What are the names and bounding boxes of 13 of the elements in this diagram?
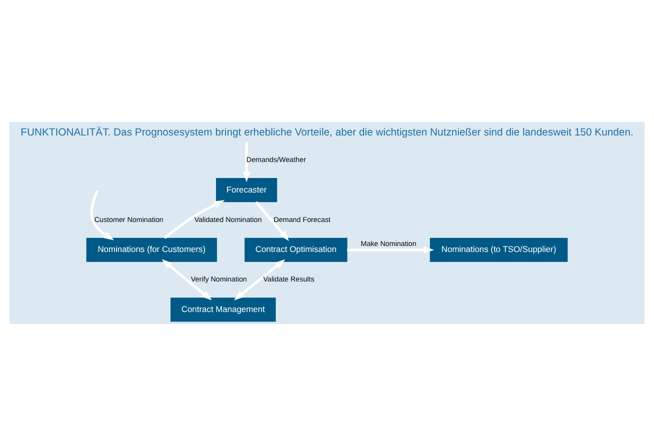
node-box: Contract Management bbox=[170, 297, 276, 322]
node-box: Nominations (to TSO/Supplier) bbox=[430, 237, 568, 262]
arrow bbox=[162, 258, 212, 300]
caption: FUNKTIONALITÄT. Das Prognosesystem bringt erhebliche Vorteile, aber die wichtigsten Nutznießer sind die landesweit 150 Kunden. bbox=[20, 127, 634, 138]
arrow bbox=[164, 200, 225, 239]
node-box: Nominations (for Customers) bbox=[86, 237, 217, 262]
arrow bbox=[242, 142, 250, 182]
node-box: Contract Optimisation bbox=[244, 237, 348, 262]
node-box: Forecaster bbox=[216, 178, 278, 202]
arrow bbox=[347, 246, 434, 254]
arrow bbox=[255, 200, 289, 240]
arrow bbox=[234, 258, 286, 300]
arrow bbox=[90, 190, 114, 240]
